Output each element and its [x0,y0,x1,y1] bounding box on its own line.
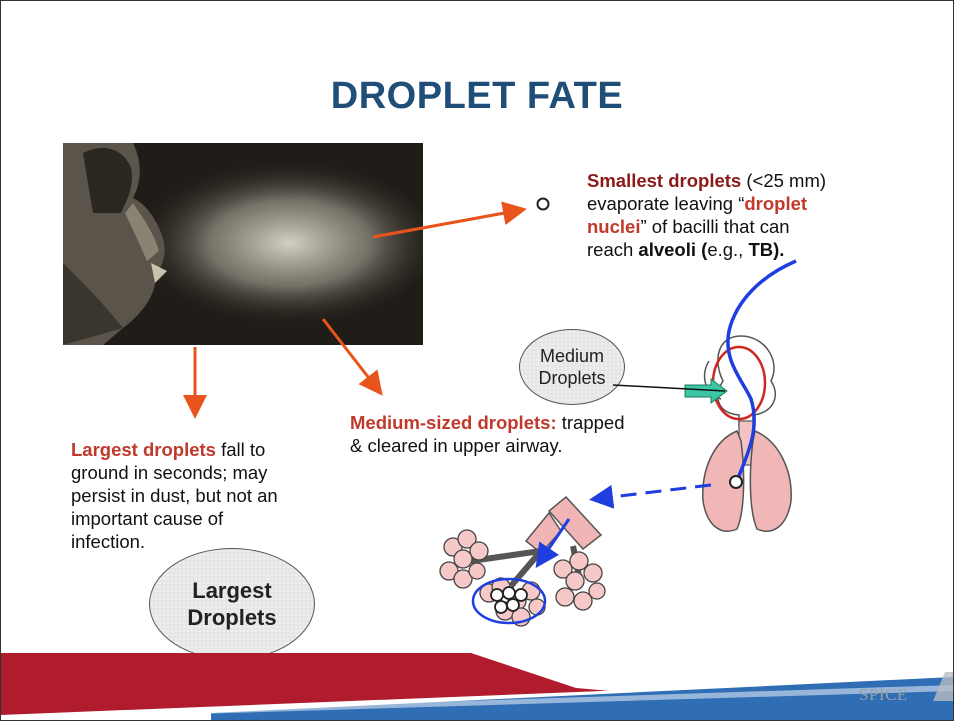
spice-logo: SPICE [859,685,908,705]
droplet-circle-icon [538,199,549,210]
lungs-diagram-icon [703,336,791,531]
lung-droplet-icon [730,476,742,488]
arrow-diagonal-icon [323,319,379,391]
arrow-right-icon [373,210,521,237]
alveoli-diagram-icon [440,497,605,626]
bottom-banner [1,653,953,720]
dashed-arrow-icon [595,485,711,499]
